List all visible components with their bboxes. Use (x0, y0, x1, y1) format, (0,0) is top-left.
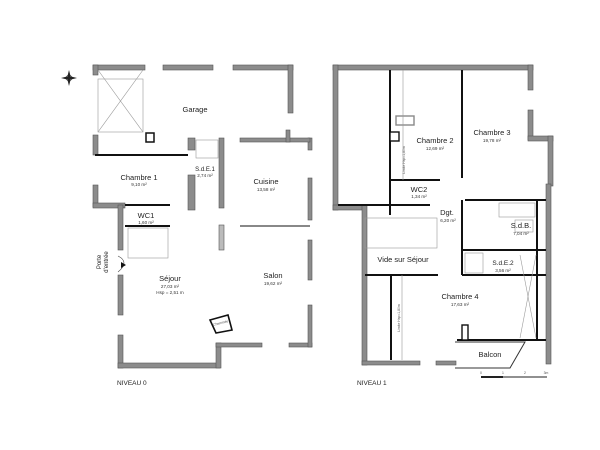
room-balcon: Balcon (479, 350, 502, 359)
scale-bar: 0 1 2 3m (480, 371, 549, 378)
room-area: 1,60 m² (138, 220, 154, 225)
room-sde-1: S.d.E.1 (195, 167, 215, 173)
room-vide-sur-sejour: Vide sur Séjour (377, 255, 429, 264)
room-chambre-2: Chambre 2 (416, 136, 453, 145)
room-area: 17,63 m² (451, 302, 470, 307)
scale-tick: 3m (544, 371, 549, 375)
level0-walls (92, 64, 313, 369)
room-area: 19,78 m² (483, 138, 502, 143)
room-dgt: Dgt. (440, 208, 454, 217)
room-area: 9,10 m² (131, 182, 147, 187)
room-area: 6,20 m² (440, 218, 456, 223)
entrance-label: Porte d'entrée (97, 251, 110, 273)
scale-tick: 0 (480, 371, 482, 375)
room-chambre-3: Chambre 3 (473, 128, 510, 137)
entrance-label-line: d'entrée (104, 251, 110, 273)
level-0-title: NIVEAU 0 (117, 380, 147, 387)
room-area: 19,62 m² (264, 281, 283, 286)
north-arrow-icon (61, 70, 77, 86)
room-area: 3,56 m² (495, 268, 511, 273)
room-area: 7,04 m² (513, 231, 529, 236)
height-limit-label: Limite Hsp=1,80m (402, 146, 406, 174)
scale-tick: 2 (524, 371, 526, 375)
level-1-title: NIVEAU 1 (357, 380, 387, 387)
room-chambre-1: Chambre 1 (120, 173, 157, 182)
room-area: 2,74 m² (197, 173, 213, 178)
room-area: 13,58 m² (257, 187, 276, 192)
room-area: 27,03 m² (161, 284, 180, 289)
room-area: 1,34 m² (411, 194, 427, 199)
room-garage: Garage (182, 105, 207, 114)
room-sdb: S.d.B. (511, 221, 531, 230)
room-salon: Salon (263, 271, 282, 280)
room-area: 12,69 m² (426, 146, 445, 151)
level1-walls (332, 64, 554, 369)
room-sde-2: S.d.E.2 (492, 260, 514, 267)
scale-tick: 1 (502, 371, 504, 375)
room-sejour: Séjour (159, 274, 181, 283)
room-chambre-4: Chambre 4 (441, 292, 478, 301)
height-limit-label: Limite Hsp=1,80m (397, 304, 401, 332)
entrance-label-line: Porte (97, 254, 103, 269)
room-wc1: WC1 (138, 211, 155, 220)
room-cuisine: Cuisine (253, 177, 278, 186)
room-height: Hsp = 2,51 m (156, 290, 184, 295)
room-wc2: WC2 (411, 185, 428, 194)
fireplace-label: Cheminée (213, 319, 229, 327)
